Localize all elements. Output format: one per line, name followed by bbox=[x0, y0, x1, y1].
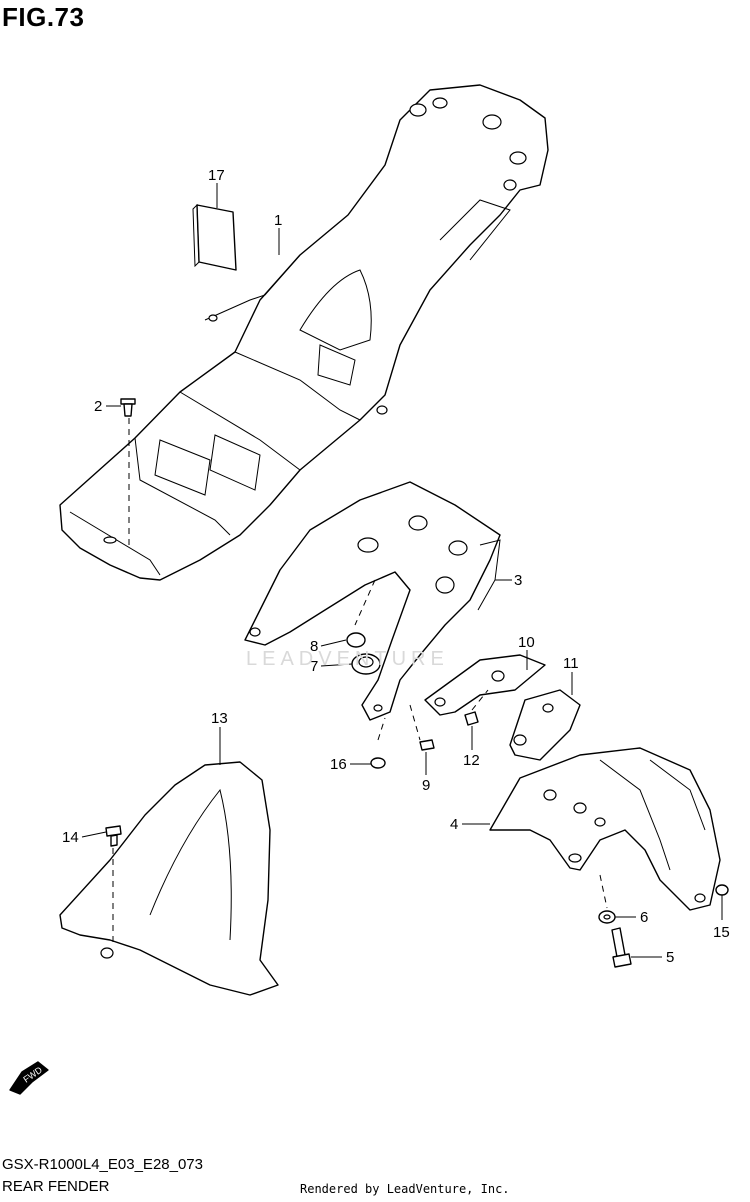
part-16-nut bbox=[370, 717, 386, 769]
callout-8: 8 bbox=[310, 638, 318, 655]
fwd-arrow-icon: FWD bbox=[9, 1061, 49, 1095]
callout-4: 4 bbox=[450, 816, 458, 833]
part-2-screw bbox=[120, 398, 136, 545]
callout-1: 1 bbox=[274, 212, 282, 229]
part-3-tail-cover bbox=[244, 481, 501, 721]
callout-17: 17 bbox=[208, 167, 225, 184]
callout-labels: 17 1 2 3 8 7 10 11 13 16 9 12 14 4 6 15 … bbox=[62, 167, 730, 966]
part-10-bracket bbox=[424, 654, 546, 716]
callout-2: 2 bbox=[94, 398, 102, 415]
render-credit: Rendered by LeadVenture, Inc. bbox=[300, 1182, 510, 1196]
diagram-code: GSX-R1000L4_E03_E28_073 bbox=[2, 1156, 203, 1173]
part-1-rear-fender bbox=[59, 84, 549, 581]
diagram-name: REAR FENDER bbox=[2, 1178, 110, 1195]
callout-6: 6 bbox=[640, 909, 648, 926]
callout-9: 9 bbox=[422, 777, 430, 794]
callout-16: 16 bbox=[330, 756, 347, 773]
callout-11: 11 bbox=[563, 655, 579, 672]
part-12-bolt bbox=[464, 689, 489, 726]
part-14-screw bbox=[105, 825, 122, 945]
part-9-screw bbox=[409, 704, 435, 751]
part-11-bracket bbox=[509, 689, 581, 761]
callout-3: 3 bbox=[514, 572, 522, 589]
part-6-washer bbox=[598, 874, 616, 924]
callout-12: 12 bbox=[463, 752, 480, 769]
part-8-grommet bbox=[346, 632, 366, 648]
callout-5: 5 bbox=[666, 949, 674, 966]
leader-lines bbox=[81, 183, 723, 958]
part-15-washer bbox=[715, 884, 729, 896]
callout-14: 14 bbox=[62, 829, 79, 846]
part-7-cushion bbox=[351, 653, 381, 675]
watermark: LEADVENTURE bbox=[246, 648, 449, 670]
figure-title: FIG.73 bbox=[2, 2, 85, 32]
callout-7: 7 bbox=[310, 658, 318, 675]
part-17-label bbox=[192, 203, 237, 271]
part-5-bolt bbox=[611, 927, 632, 968]
callout-10: 10 bbox=[518, 634, 535, 651]
callout-15: 15 bbox=[713, 924, 730, 941]
callout-13: 13 bbox=[211, 710, 228, 727]
part-4-plate-bracket bbox=[489, 747, 721, 911]
part-13-hugger bbox=[59, 761, 279, 996]
